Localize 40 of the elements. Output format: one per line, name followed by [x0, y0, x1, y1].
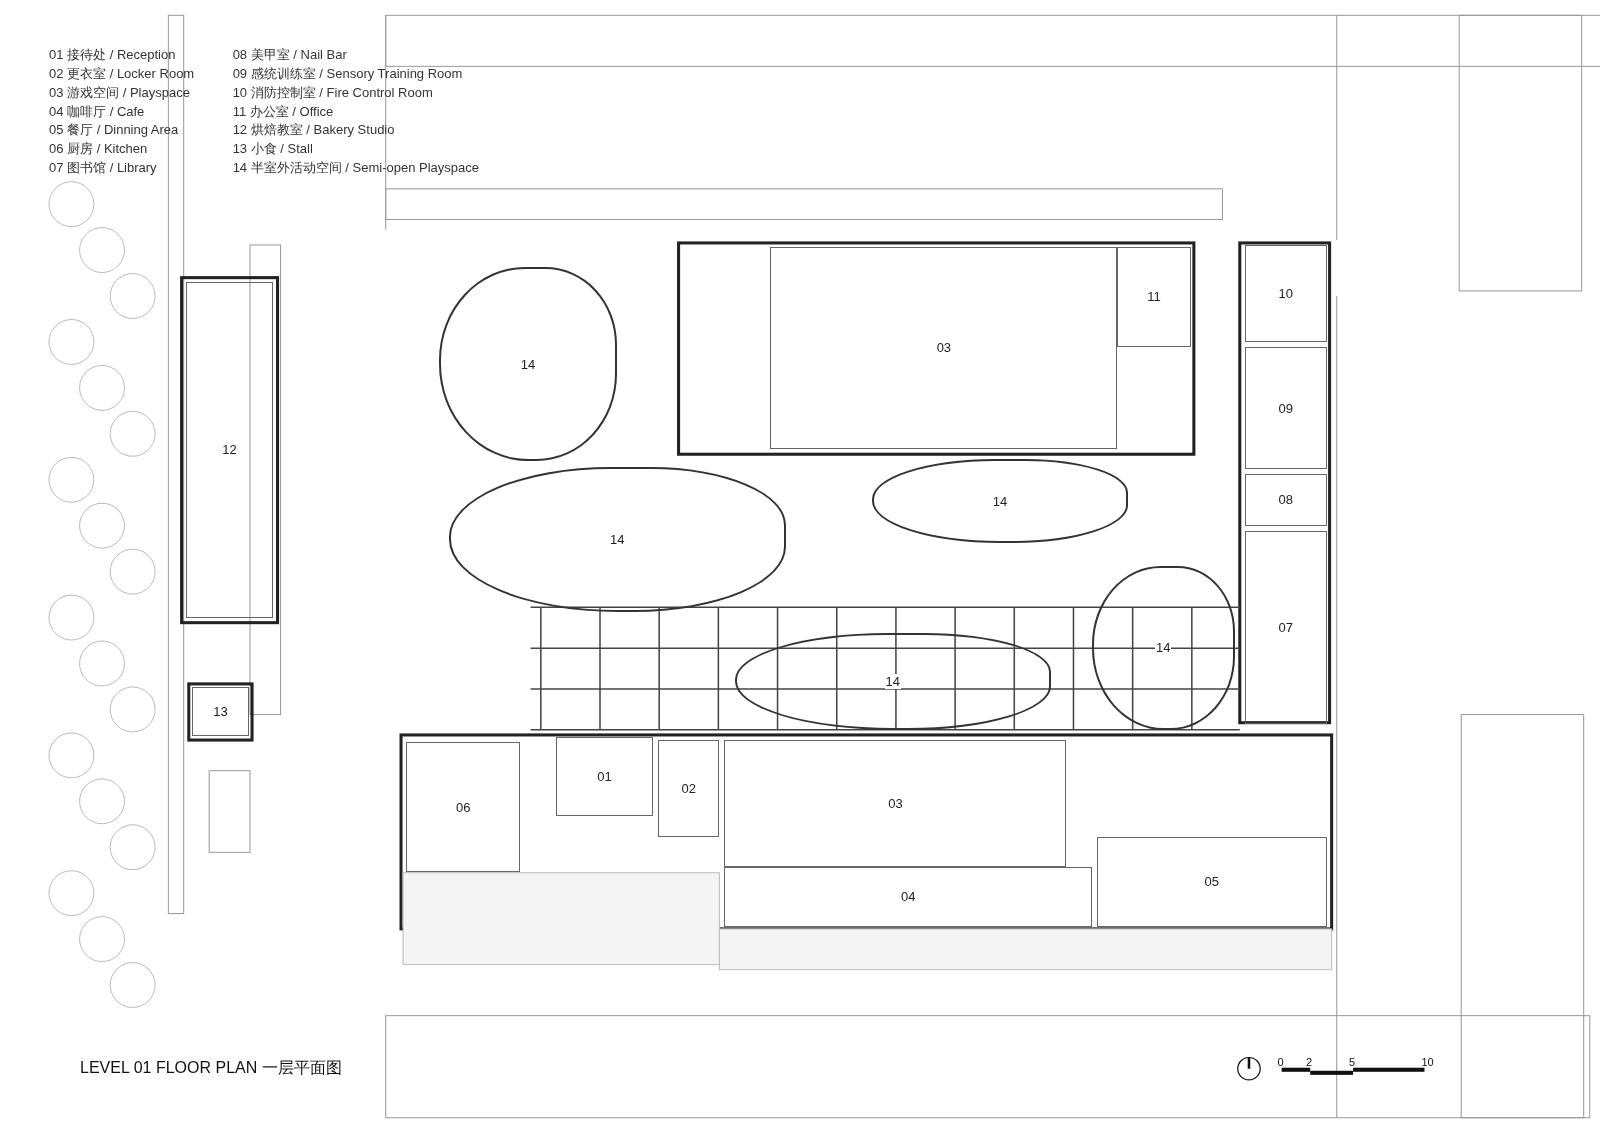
play-area-outline [1091, 566, 1235, 730]
legend-entry: 05 餐厅 / Dinning Area [48, 121, 179, 140]
room-outline [1244, 530, 1327, 725]
scale-label: 2 [1306, 1056, 1313, 1069]
room-outline [724, 739, 1067, 868]
room-number: 14 [884, 673, 902, 689]
room-outline [724, 867, 1092, 927]
legend-entry: 10 消防控制室 / Fire Control Room [232, 83, 433, 102]
play-area-outline [448, 467, 786, 613]
legend-entry: 03 游戏空间 / Playspace [48, 83, 190, 102]
legend-entry: 08 美甲室 / Nail Bar [232, 45, 347, 64]
scale-label: 5 [1348, 1056, 1356, 1069]
room-outline [1117, 246, 1191, 347]
plan-title: LEVEL 01 FLOOR PLAN 一层平面图 [80, 1058, 342, 1078]
room-outline [406, 741, 521, 873]
play-area-outline [734, 632, 1051, 730]
room-outline [1244, 346, 1327, 470]
legend-entry: 13 小食 / Stall [232, 140, 313, 159]
room-outline [1244, 244, 1327, 342]
legend-entry: 06 厨房 / Kitchen [48, 140, 148, 159]
legend-entry: 01 接待处 / Reception [48, 45, 176, 64]
legend-entry: 02 更衣室 / Locker Room [48, 64, 195, 83]
room-outline [185, 281, 274, 619]
play-area-outline [872, 459, 1128, 543]
legend-entry: 07 图书馆 / Library [48, 159, 157, 178]
legend-entry: 12 烘焙教室 / Bakery Studio [232, 121, 395, 140]
play-area-outline [438, 267, 618, 462]
legend-entry: 09 感统训练室 / Sensory Training Room [232, 64, 463, 83]
room-outline [191, 686, 249, 736]
room-outline [770, 246, 1118, 449]
legend-entry: 14 半室外活动空间 / Semi-open Playspace [232, 159, 479, 178]
scale-label: 10 [1421, 1056, 1434, 1069]
room-outline [1096, 836, 1327, 927]
room-outline [658, 739, 720, 837]
room-outline [556, 736, 654, 817]
room-outline [1244, 474, 1327, 526]
scale-label: 0 [1277, 1056, 1284, 1069]
room-number: 01 [596, 769, 613, 784]
legend-entry: 04 咖啡厅 / Cafe [48, 102, 145, 121]
legend-entry: 11 办公室 / Office [232, 102, 334, 121]
